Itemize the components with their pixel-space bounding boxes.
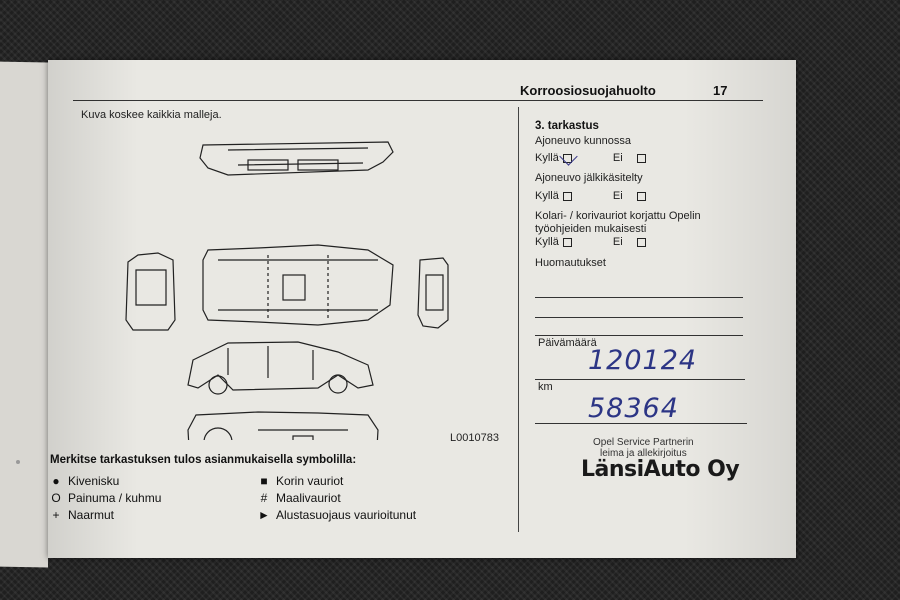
q2-label: Ajoneuvo jälkikäsitelty <box>535 172 643 184</box>
date-line <box>535 379 745 380</box>
legend-column-1: ● Kivenisku O Painuma / kuhmu + Naarmut <box>48 472 161 523</box>
car-top-view <box>202 244 394 326</box>
q1-yes-checkbox[interactable] <box>562 153 572 163</box>
legend-label: Painuma / kuhmu <box>68 491 162 505</box>
legend-item: ► Alustasuojaus vaurioitunut <box>256 506 416 523</box>
q3-label: Kolari- / korivauriot korjattu Opelin ty… <box>535 210 701 235</box>
body-damage-symbol: ■ <box>260 474 268 488</box>
dent-symbol: O <box>51 491 61 505</box>
dealer-stamp: LänsiAuto Oy <box>581 457 740 482</box>
scratch-symbol: + <box>52 508 60 522</box>
legend-item: # Maalivauriot <box>256 489 416 506</box>
q2-yes-label: Kyllä <box>535 190 559 202</box>
figure-caption: Kuva koskee kaikkia malleja. <box>81 109 222 121</box>
q1-yes-label: Kyllä <box>535 152 559 164</box>
legend-label: Kivenisku <box>68 474 120 488</box>
service-book-page: Korroosiosuojahuolto 17 Kuva koskee kaik… <box>16 60 796 558</box>
legend-item: ● Kivenisku <box>48 472 161 489</box>
q1-no-checkbox[interactable] <box>636 153 646 163</box>
figure-code: L0010783 <box>450 432 499 444</box>
legend-label: Naarmut <box>68 508 115 522</box>
car-side-view <box>187 341 374 395</box>
q2-no-label: Ei <box>612 190 623 202</box>
km-line <box>535 423 747 424</box>
legend-label: Alustasuojaus vaurioitunut <box>276 508 417 522</box>
q1-label: Ajoneuvo kunnossa <box>535 135 632 147</box>
q1-options: Kyllä Ei <box>535 152 646 164</box>
q3-yes-checkbox[interactable] <box>562 237 572 247</box>
legend-title: Merkitse tarkastuksen tulos asianmukaise… <box>50 454 357 466</box>
car-underside-view <box>187 411 379 440</box>
q2-yes-checkbox[interactable] <box>562 191 572 201</box>
column-divider <box>518 107 519 532</box>
q2-no-checkbox[interactable] <box>636 191 646 201</box>
underbody-damage-symbol: ► <box>258 508 270 522</box>
q3-no-checkbox[interactable] <box>636 237 646 247</box>
legend-label: Korin vauriot <box>276 474 344 488</box>
q2-options: Kyllä Ei <box>535 190 646 202</box>
car-roof-outline <box>199 141 394 176</box>
page-number: 17 <box>713 83 728 98</box>
page-header-title: Korroosiosuojahuolto <box>520 83 656 98</box>
km-handwritten-value: 58364 <box>588 393 679 424</box>
q3-options: Kyllä Ei <box>535 236 646 248</box>
remarks-line-2 <box>535 317 743 318</box>
header-rule <box>73 100 763 101</box>
car-front-view <box>125 252 176 331</box>
partner-line-2: leima ja allekirjoitus <box>600 448 687 459</box>
legend-item: ■ Korin vauriot <box>256 472 416 489</box>
date-label: Päivämäärä <box>538 337 597 349</box>
legend-column-2: ■ Korin vauriot # Maalivauriot ► Alustasuoj… <box>256 472 416 523</box>
legend-label: Maalivauriot <box>276 491 341 505</box>
q3-yes-label: Kyllä <box>535 236 559 248</box>
date-handwritten-value: 120124 <box>588 345 698 376</box>
binding-hole <box>16 460 20 464</box>
left-page-edge <box>0 61 48 568</box>
q3-no-label: Ei <box>612 236 623 248</box>
legend-item: + Naarmut <box>48 506 161 523</box>
car-rear-view <box>417 257 449 329</box>
remarks-line-3 <box>535 335 743 336</box>
stone-chip-symbol: ● <box>52 474 60 488</box>
remarks-line-1 <box>535 297 743 298</box>
km-label: km <box>538 381 553 393</box>
remarks-label: Huomautukset <box>535 257 606 269</box>
q1-no-label: Ei <box>612 152 623 164</box>
legend-item: O Painuma / kuhmu <box>48 489 161 506</box>
partner-line-1: Opel Service Partnerin <box>593 437 694 448</box>
paint-damage-symbol: # <box>260 491 268 505</box>
inspection-section-title: 3. tarkastus <box>535 120 599 132</box>
car-inspection-diagram <box>125 141 449 440</box>
